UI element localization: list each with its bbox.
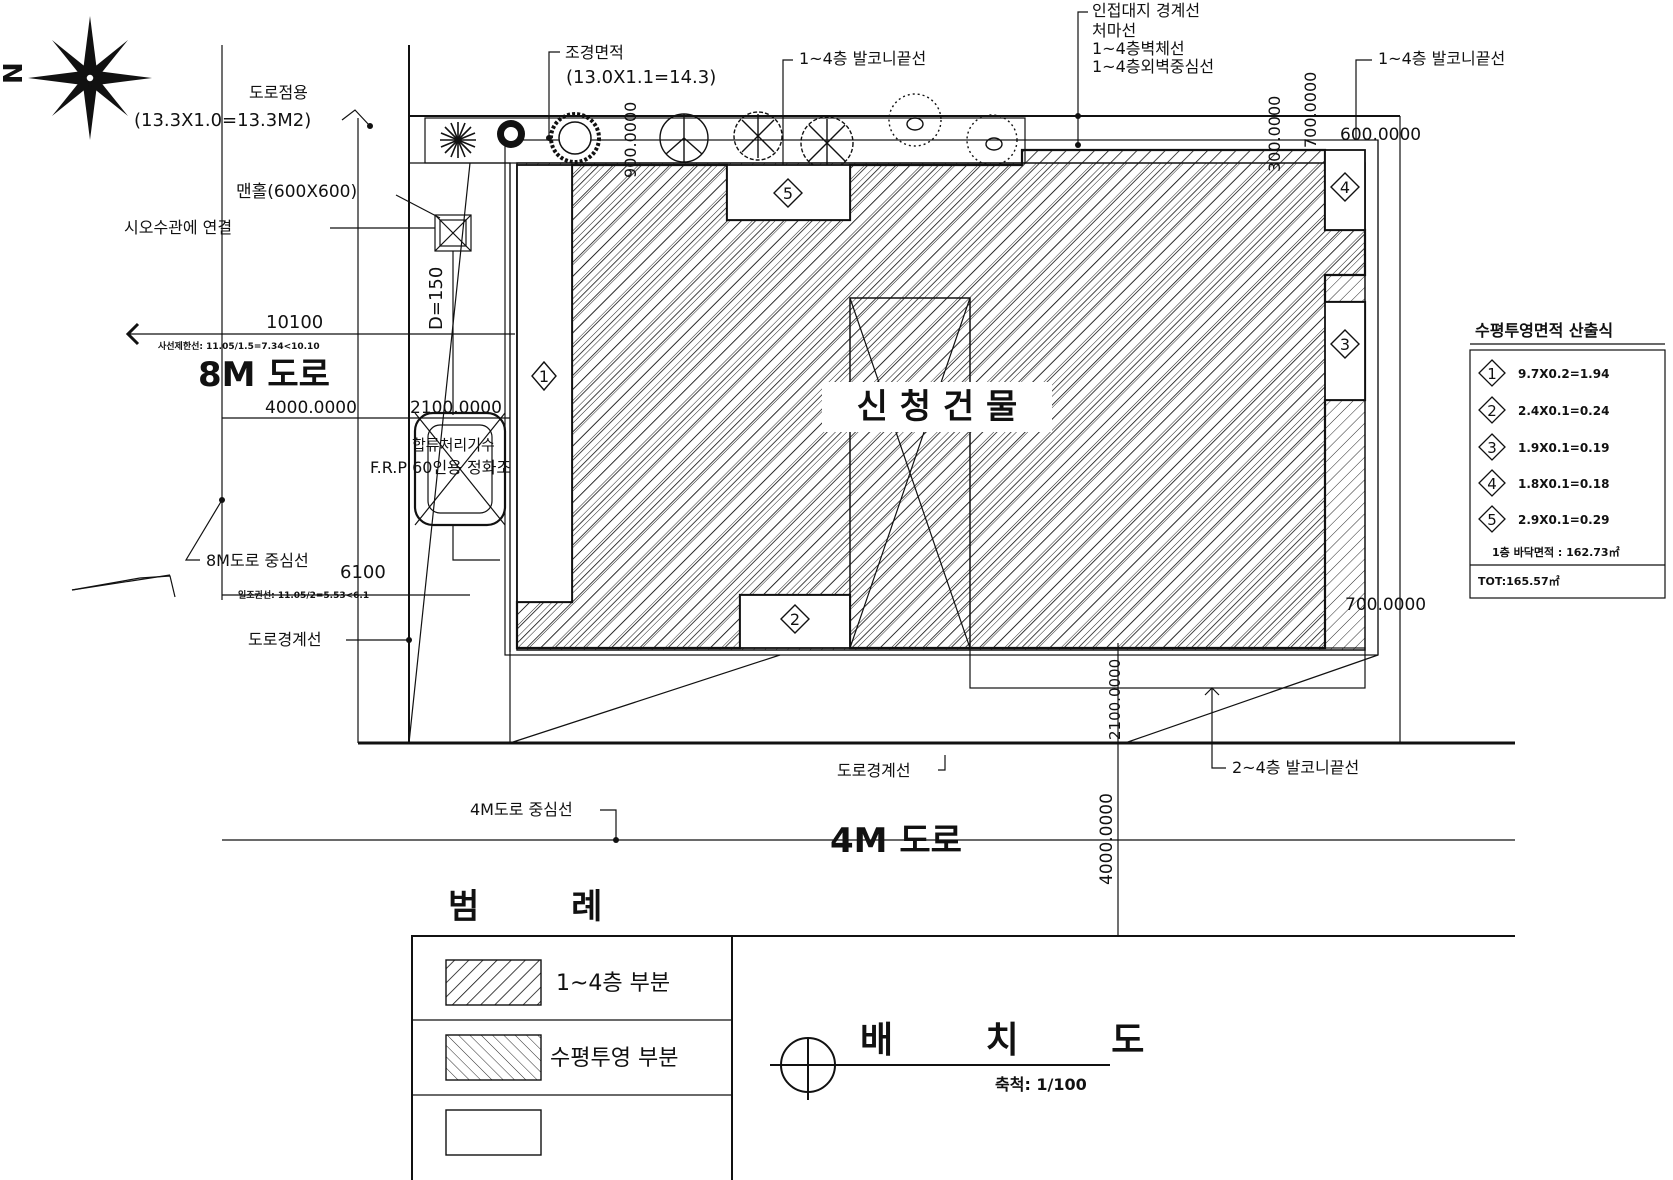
north-arrow-icon [28,16,152,140]
legend-item-1: 1~4층 부분 [445,959,670,1006]
legend-title: 범 례 [448,887,642,927]
floor-area-label: 1층 바닥면적 : 162.73㎡ [1492,545,1620,559]
svg-text:4: 4 [1340,178,1350,197]
drawing-title: 배 치 도 [860,1020,1184,1061]
tree-icon [659,113,709,163]
svg-text:수평투영 부분: 수평투영 부분 [550,1046,678,1071]
svg-text:1: 1 [1487,365,1497,383]
area-table-title: 수평투영면적 산출식 [1475,321,1613,340]
area-row-2: 2 2.4X0.1=0.24 [1478,396,1609,424]
total-area-label: TOT:165.57㎡ [1478,574,1560,588]
marker-5: 5 [773,178,803,208]
svg-text:1.9X0.1=0.19: 1.9X0.1=0.19 [1518,441,1609,455]
adjacent-boundary-label: 인접대지 경계선 [1092,1,1200,20]
septic-label-2: F.R.P 60인용 정화조 [370,458,511,477]
road-4m-center-label: 4M도로 중심선 [470,800,573,819]
tree-icon [733,111,783,161]
manhole-label: 맨홀(600X600) [236,182,357,202]
svg-text:9.7X0.2=1.94: 9.7X0.2=1.94 [1518,367,1609,381]
area-row-4: 4 1.8X0.1=0.18 [1478,469,1609,497]
svg-text:1.8X0.1=0.18: 1.8X0.1=0.18 [1518,477,1609,491]
building-label: 신 청 건 물 [857,387,1018,427]
tree-icon [966,114,1018,166]
dim-4000-bottom: 4000.0000 [1097,793,1117,885]
dim-2100-bottom: 2100.0000 [1106,659,1124,740]
svg-text:1~4층 부분: 1~4층 부분 [556,971,670,996]
balcony-line-top-label: 1~4층 발코니끝선 [799,49,926,68]
north-label: N [0,62,29,84]
eave-line-label: 처마선 [1092,21,1136,40]
dim-4000-left: 4000.0000 [265,398,357,418]
dim-2100-left: 2100.0000 [410,398,502,418]
svg-text:5: 5 [783,184,793,203]
road-8m-center-label: 8M도로 중심선 [206,551,309,570]
svg-text:2: 2 [1487,402,1497,420]
marker-3: 3 [1330,329,1360,359]
balcony-2-4-label: 2~4층 발코니끝선 [1232,758,1359,777]
dim-10100: 10100 [266,312,323,333]
tree-icon [497,120,525,148]
dim-700-top: 700.0000 [1301,72,1320,148]
road-boundary-bottom-label: 도로경계선 [837,761,911,780]
septic-label-1: 합류처리기수 [412,436,495,454]
landscape-area-label: 조경면적 [565,43,624,62]
sewer-connect-label: 시오수관에 연결 [124,218,232,237]
setback-line-2: 일조권선: 11.05/2=5.53<6.1 [238,589,369,601]
dim-900: 900.0000 [621,102,640,178]
title-symbol-icon [770,1037,1110,1100]
road-occupancy-label: 도로점용 [249,83,308,102]
setback-line-1: 사선제한선: 11.05/1.5=7.34<10.10 [158,340,320,352]
svg-text:2.9X0.1=0.29: 2.9X0.1=0.29 [1518,513,1609,527]
dim-300: 300.0000 [1265,96,1284,172]
svg-text:3: 3 [1487,439,1497,457]
outer-wall-center-label: 1~4층외벽중심선 [1092,57,1214,76]
road-occupancy-calc: (13.3X1.0=13.3M2) [134,110,311,131]
svg-text:2: 2 [790,610,800,629]
dim-6100: 6100 [340,562,386,583]
marker-4: 4 [1330,172,1360,202]
road-8m-label: 8M 도로 [198,355,330,395]
road-4m-label: 4M 도로 [830,821,962,861]
legend-item-3 [445,1109,542,1156]
svg-text:2.4X0.1=0.24: 2.4X0.1=0.24 [1518,404,1609,418]
legend-item-2: 수평투영 부분 [445,1034,678,1081]
road-boundary-left-label: 도로경계선 [248,630,322,649]
area-row-5: 5 2.9X0.1=0.29 [1478,505,1609,533]
balcony-line-right-label: 1~4층 발코니끝선 [1378,49,1505,68]
marker-1: 1 [531,360,557,392]
tree-icon [549,112,601,164]
landscape-calc: (13.0X1.1=14.3) [566,67,716,88]
dim-600: 600.0000 [1340,125,1421,145]
tree-icon [440,122,476,158]
tree-icon [800,116,854,170]
area-row-1: 1 9.7X0.2=1.94 [1478,359,1609,387]
svg-text:1: 1 [539,367,549,386]
svg-text:5: 5 [1487,511,1497,529]
legend-table [411,935,733,1180]
tree-icon [888,93,942,147]
marker-2: 2 [780,604,810,634]
svg-text:3: 3 [1340,335,1350,354]
svg-text:4: 4 [1487,475,1497,493]
area-calculation-table: 수평투영면적 산출식 [1469,321,1666,599]
drawing-scale: 축척: 1/100 [995,1075,1087,1094]
wall-line-label: 1~4층벽체선 [1092,39,1185,58]
pipe-d-label: D=150 [426,267,447,330]
area-row-3: 3 1.9X0.1=0.19 [1478,433,1609,461]
dim-700-right: 700.0000 [1345,595,1426,615]
